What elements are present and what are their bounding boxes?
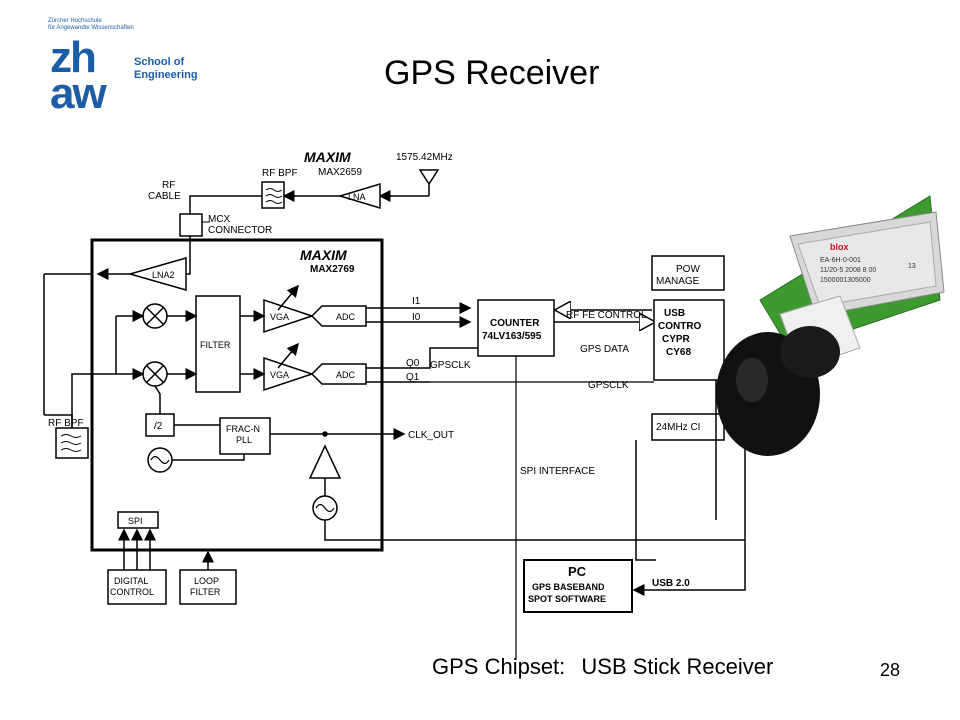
device-label-code: 13 [908,263,916,270]
freq-label: 1575.42MHz [396,152,453,163]
vga-i-label: VGA [270,312,289,322]
gpsclk-right-label: GPSCLK [588,380,629,391]
filter-box [195,295,241,393]
caption-chipset: GPS Chipset: [432,654,566,679]
adc-i [310,305,367,327]
usb-stick-device: blox EA-6H-0-001 11/20-5 2008 8 00 15000… [716,195,945,456]
logo-school-text: School of Engineering [134,56,198,81]
i0-label: I0 [412,312,421,323]
device-brand: blox [830,242,849,252]
i1-label: I1 [412,296,421,307]
adc-q [310,363,367,385]
counter-box [477,299,555,357]
slide-title: GPS Receiver [384,54,600,92]
logo-zhaw-letters: zh aw [50,33,107,118]
maxim-logo-top: MAXIM [304,149,351,165]
rf-fe-control-label: RF FE CONTROL [566,310,647,321]
device-label-line-2: 11/20-5 2008 8 00 [820,267,876,274]
page-number: 28 [880,660,901,680]
gpsclk-left-label: GPSCLK [430,360,471,371]
fracn-pll-box [219,417,271,455]
max2769-chip-box [90,238,384,552]
zhaw-logo: Zürcher Hochschule für Angewandte Wissen… [40,12,198,118]
q0-label: Q0 [406,358,420,369]
adc-i-label: ADC [336,312,356,322]
div2-label: /2 [154,421,163,432]
xtal-label: 24MHz CI [656,422,700,433]
main-chip-label: MAX2769 [310,264,355,275]
vga-q-label: VGA [270,370,289,380]
spi-interface-label: SPI INTERFACE [520,466,595,477]
device-label-line-1: EA-6H-0-001 [820,257,861,264]
power-management-box [651,255,725,291]
lna-chip-label: MAX2659 [318,167,362,178]
slide-caption: GPS Chipset: USB Stick Receiver [432,654,773,680]
gps-data-label: GPS DATA [580,344,629,355]
filter-label: FILTER [200,340,231,350]
bpf-to-mcx-wire [189,195,262,214]
maxim-logo-main: MAXIM [300,247,347,263]
pc-box [523,559,633,613]
buffer-triangle [308,444,342,479]
digital-control-box [107,569,167,605]
pc-title: PC [568,564,587,579]
usb-controller-box [653,299,725,381]
usb-to-pc-wire [632,420,746,596]
device-label-line-3: 1500001305000 [820,277,871,284]
lna-triangle [337,182,381,210]
clk-out-label: CLK_OUT [408,430,454,441]
mcx-connector [179,213,203,237]
usb-label: USB 2.0 [652,578,690,589]
loop-filter-box [179,569,237,605]
spi-box [117,511,159,529]
lna-label: LNA [348,192,366,202]
rf-bpf-top-label: RF BPF [262,168,298,179]
lna2-label: LNA2 [152,270,175,280]
adc-q-label: ADC [336,370,356,380]
spi-label: SPI [128,516,143,526]
q1-label: Q1 [406,372,420,383]
caption-usb-stick: USB Stick Receiver [581,654,774,679]
xtal-box [651,413,725,441]
antenna-icon [418,169,440,196]
rf-bpf-lower-label: RF BPF [48,418,84,429]
logo-university-text: Zürcher Hochschule für Angewandte Wissen… [48,18,134,31]
